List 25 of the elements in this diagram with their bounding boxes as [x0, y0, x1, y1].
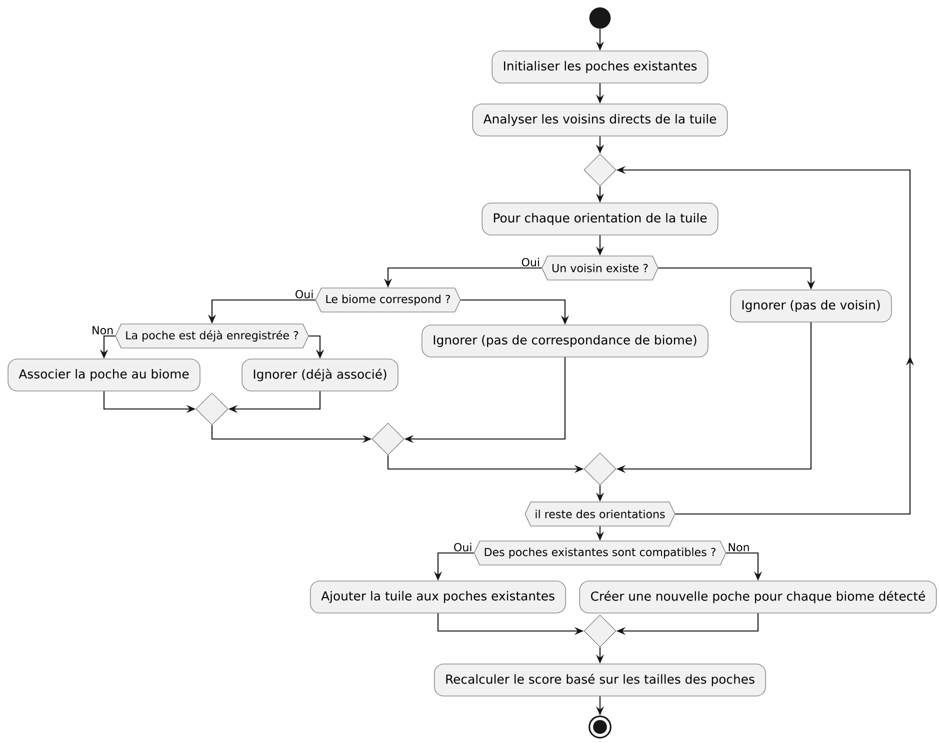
start-circle — [589, 7, 611, 29]
edge-label: Oui — [296, 290, 313, 298]
merge-diamond — [196, 392, 228, 426]
activity-box: Recalculer le score basé sur les tailles des poches — [434, 664, 766, 696]
merge-diamond — [584, 154, 616, 186]
merge-diamond — [372, 422, 404, 456]
activity-box: Ignorer (déjà associé) — [242, 358, 398, 392]
activity-box: Ajouter la tuile aux poches existantes — [310, 580, 566, 614]
activity-box: Ignorer (pas de voisin) — [730, 290, 892, 322]
merge-diamond — [584, 452, 616, 486]
activity-box: Associer la poche au biome — [8, 358, 200, 392]
end-circle — [588, 716, 612, 738]
edge-label: Oui — [454, 542, 472, 552]
edge-label: Oui — [522, 258, 539, 266]
activity-box: Initialiser les poches existantes — [492, 50, 708, 84]
decision-hexagon: Le biome correspond ? — [315, 288, 461, 312]
decision-hexagon: La poche est déjà enregistrée ? — [115, 324, 309, 348]
edge-label: Non — [728, 543, 749, 552]
decision-hexagon: Un voisin existe ? — [542, 256, 658, 280]
decision-hexagon: il reste des orientations — [524, 502, 676, 526]
activity-box: Ignorer (pas de correspondance de biome) — [422, 324, 708, 358]
edge-label: Non — [92, 326, 113, 334]
activity-box: Analyser les voisins directs de la tuile — [472, 104, 728, 136]
merge-diamond — [584, 614, 616, 648]
activity-box: Pour chaque orientation de la tuile — [482, 202, 718, 236]
